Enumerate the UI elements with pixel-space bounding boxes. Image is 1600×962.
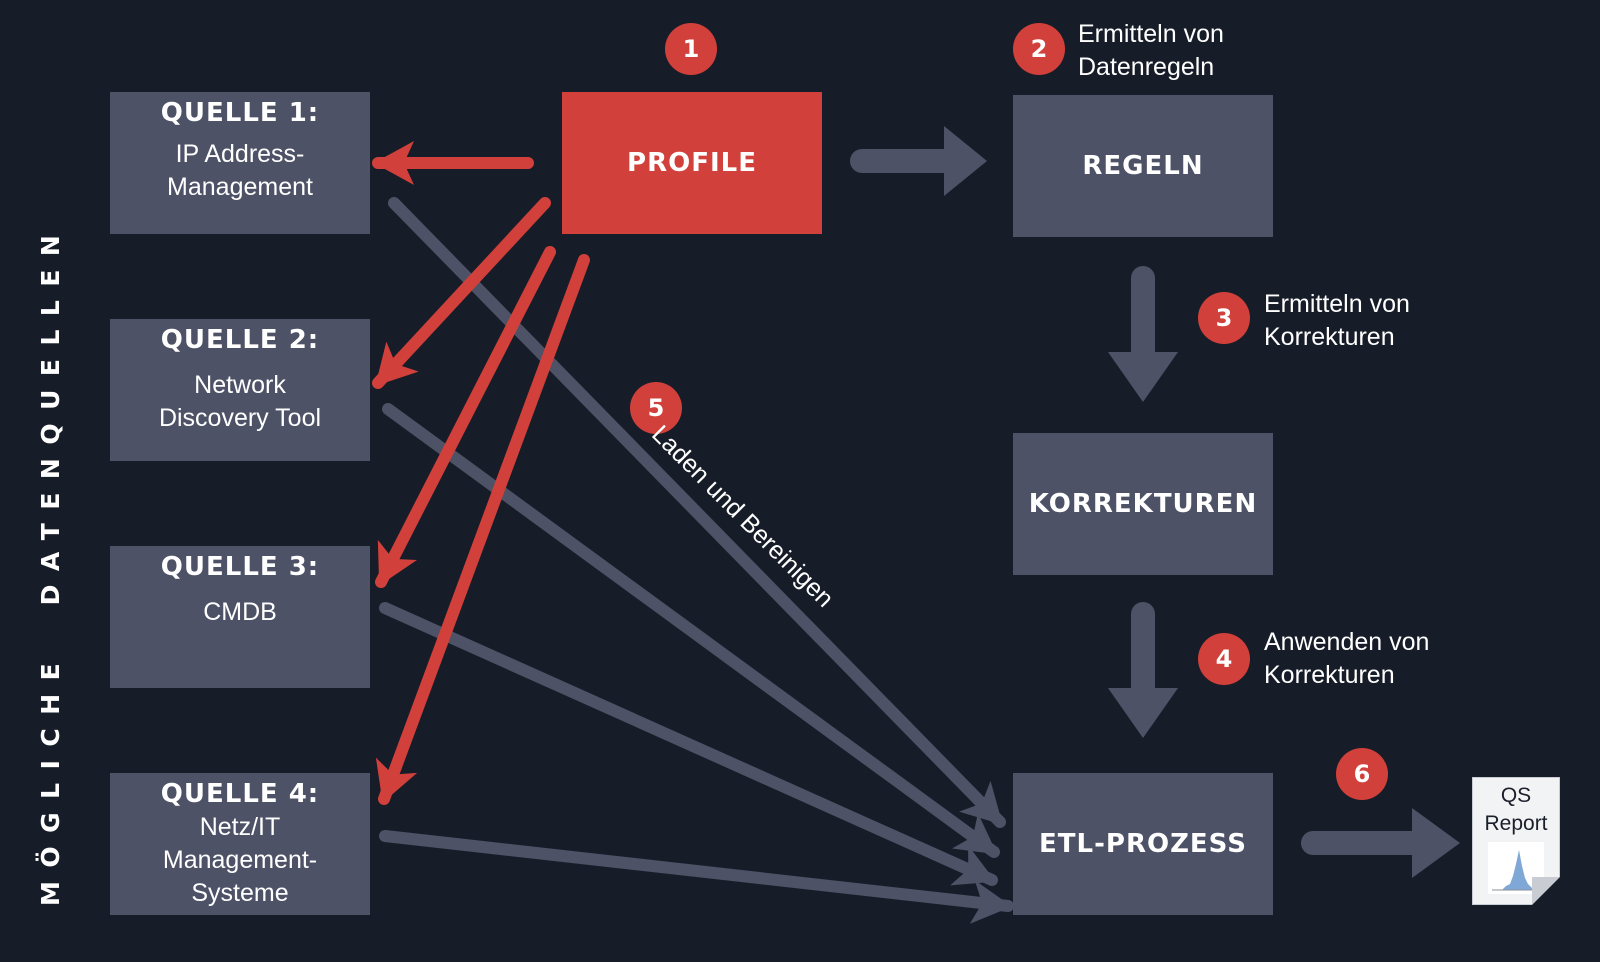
load-arrow-quelle-1	[388, 197, 1006, 828]
qs-report-line2: Report	[1484, 812, 1548, 835]
page-fold-icon	[1532, 877, 1560, 905]
profile-to-regeln-arrowhead	[944, 126, 987, 196]
source-title: QUELLE 1:	[160, 98, 320, 128]
regeln-label: REGELN	[1082, 151, 1204, 181]
load-arrow-quelle-4	[379, 830, 1014, 924]
qs-report-document: QS Report	[1472, 777, 1560, 905]
load-arrow-quelle-2	[382, 403, 1000, 858]
source-box-3: QUELLE 3: CMDB	[110, 546, 370, 688]
step-badge-3: 3	[1198, 292, 1250, 344]
step-label-2: Ermitteln von Datenregeln	[1078, 20, 1224, 81]
source-box-4: QUELLE 4: Netz/IT Management- Systeme	[110, 773, 370, 915]
source-subtitle: Netz/IT Management- Systeme	[162, 813, 318, 907]
profile-label: PROFILE	[627, 148, 757, 178]
profile-arrow-quelle-4	[375, 254, 590, 805]
step-badge-6: 6	[1336, 748, 1388, 800]
source-subtitle: CMDB	[203, 598, 277, 626]
step-badge-5: 5	[630, 382, 682, 434]
source-title: QUELLE 3:	[160, 552, 320, 582]
source-box-2: QUELLE 2: Network Discovery Tool	[110, 319, 370, 461]
korrekturen-box: KORREKTUREN	[1013, 433, 1273, 575]
source-subtitle: Network Discovery Tool	[158, 371, 322, 432]
source-subtitle: IP Address- Management	[167, 140, 313, 201]
qs-report-line1: QS	[1500, 784, 1532, 807]
step-badge-2: 2	[1013, 23, 1065, 75]
step-badge-4: 4	[1198, 633, 1250, 685]
profile-arrow-quelle-3	[375, 246, 556, 588]
profile-box: PROFILE	[562, 92, 822, 234]
etl-box: ETL-PROZESS	[1013, 773, 1273, 915]
korrekturen-to-etl-arrowhead	[1108, 688, 1178, 738]
etl-to-report-arrowhead	[1412, 808, 1460, 878]
load-arrow-quelle-3	[379, 602, 998, 886]
source-title: QUELLE 2:	[160, 325, 320, 355]
vertical-label: MÖGLICHE DATENQUELLEN	[36, 221, 65, 906]
regeln-box: REGELN	[1013, 95, 1273, 237]
profile-arrow-quelle-2	[372, 197, 551, 389]
regeln-to-korrekturen-arrowhead	[1108, 352, 1178, 402]
step-label-4: Anwenden von Korrekturen	[1264, 628, 1430, 689]
step-badge-1: 1	[665, 23, 717, 75]
source-title: QUELLE 4:	[160, 779, 320, 809]
step-label-3: Ermitteln von Korrekturen	[1264, 290, 1410, 351]
korrekturen-label: KORREKTUREN	[1028, 489, 1258, 519]
etl-label: ETL-PROZESS	[1039, 829, 1247, 859]
source-box-1: QUELLE 1: IP Address- Management	[110, 92, 370, 234]
